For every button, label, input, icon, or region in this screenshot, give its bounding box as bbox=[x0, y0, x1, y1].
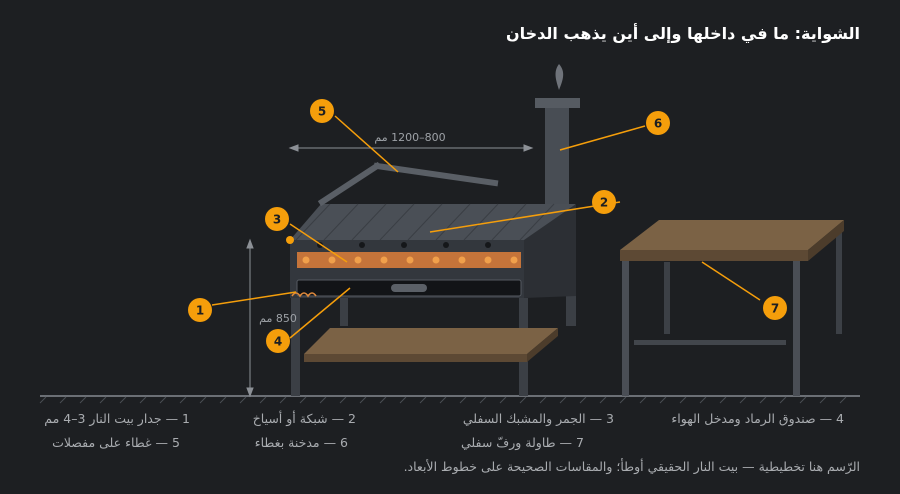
width-label: 800–1200 مم bbox=[374, 131, 445, 144]
height-label: 850 مم bbox=[259, 312, 297, 325]
legend-item-4: 4 — صندوق الرماد ومدخل الهواء bbox=[671, 411, 844, 426]
embers bbox=[302, 256, 518, 264]
callout-2: 2 bbox=[592, 190, 616, 214]
legend-item-3: 3 — الجمر والمشبك السفلي bbox=[462, 411, 614, 426]
smoke-icon bbox=[555, 64, 564, 90]
callout-5: 5 bbox=[310, 99, 334, 123]
legend-item-5: 5 — غطاء على مفصلات bbox=[52, 435, 180, 450]
air-holes bbox=[317, 242, 491, 248]
side-table bbox=[620, 220, 844, 396]
leader-lines bbox=[211, 115, 761, 339]
legend-item-2: 2 — شبكة أو أسياخ bbox=[252, 411, 356, 426]
height-dimension bbox=[246, 238, 254, 398]
legend-item-6: 6 — مدخنة بغطاء bbox=[254, 435, 348, 450]
ash-box-handle bbox=[391, 284, 427, 292]
callout-4: 4 bbox=[266, 329, 290, 353]
callout-1: 1 bbox=[188, 298, 212, 322]
callout-7: 7 bbox=[763, 296, 787, 320]
svg-text:6: 6 bbox=[654, 117, 662, 131]
page-title: الشواية: ما في داخلها وإلى أين يذهب الدخ… bbox=[505, 24, 860, 43]
svg-text:2: 2 bbox=[600, 196, 608, 210]
svg-text:7: 7 bbox=[771, 302, 779, 316]
hinged-lid bbox=[317, 161, 499, 207]
firewall-icon bbox=[291, 292, 317, 298]
width-dimension bbox=[288, 144, 534, 152]
grill-body bbox=[286, 203, 576, 298]
grill-lower-shelf bbox=[304, 328, 558, 362]
svg-text:4: 4 bbox=[274, 335, 282, 349]
callout-6: 6 bbox=[646, 111, 670, 135]
svg-text:5: 5 bbox=[318, 105, 326, 119]
legend-item-1: 1 — جدار بيت النار 3–4 مم bbox=[44, 411, 190, 426]
footnote: الرّسم هنا تخطيطية — بيت النار الحقيقي أ… bbox=[403, 459, 860, 474]
svg-text:3: 3 bbox=[273, 213, 281, 227]
callout-3: 3 bbox=[265, 207, 289, 231]
svg-text:1: 1 bbox=[196, 304, 204, 318]
legend-item-7: 7 — طاولة ورفّ سفلي bbox=[460, 435, 584, 450]
ground-hatching bbox=[39, 396, 847, 404]
